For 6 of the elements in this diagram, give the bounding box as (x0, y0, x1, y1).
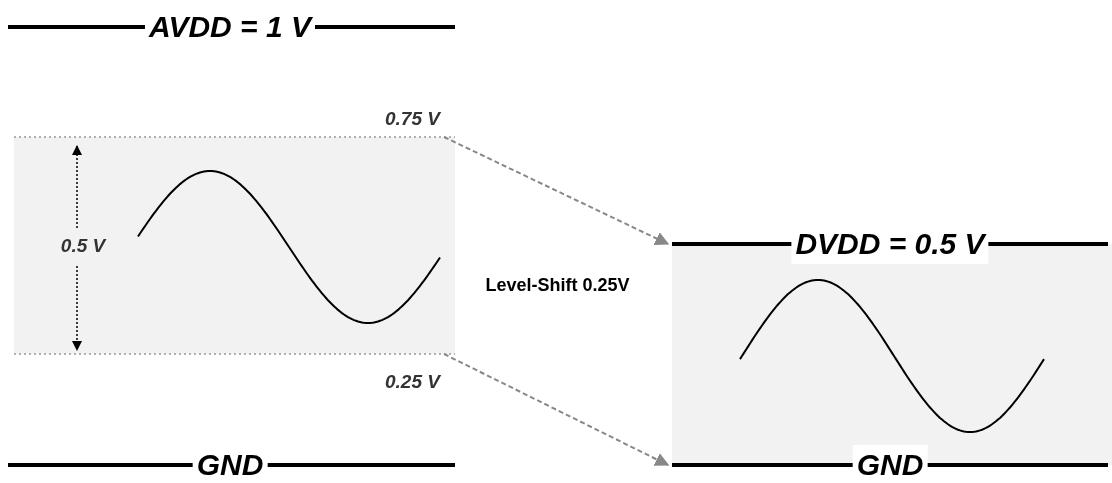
voltage-label: 0.25 V (385, 371, 440, 393)
voltage-label: 0.75 V (385, 108, 440, 130)
dimension-label: 0.5 V (59, 234, 108, 258)
dashed-arrow (443, 353, 670, 466)
dashed-arrow (443, 136, 670, 245)
level-shift-label: Level-Shift 0.25V (484, 274, 631, 297)
